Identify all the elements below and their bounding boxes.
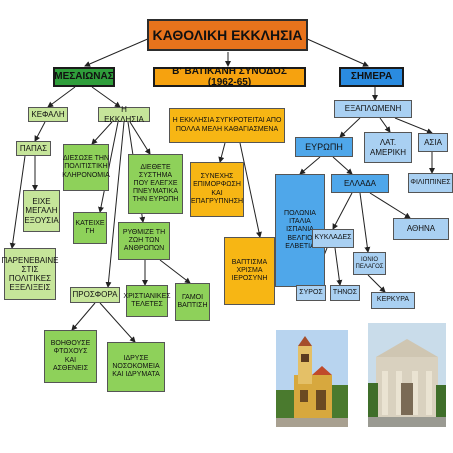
node-founded-hospitals: ΙΔΡΥΣΕ ΝΟΣΟΚΟΜΕΙΑ ΚΑΙ ΙΔΡΥΜΑΤΑ — [107, 342, 165, 392]
node-head: ΚΕΦΑΛΗ — [28, 107, 68, 122]
node-europe: ΕΥΡΩΠΗ — [295, 137, 353, 157]
node-corfu: ΚΕΡΚΥΡΑ — [371, 292, 415, 309]
node-athens: ΑΘΗΝΑ — [393, 218, 449, 240]
node-weddings-baptisms: ΓΑΜΟΙ ΒΑΠΤΙΣΗ — [175, 283, 210, 321]
node-philippines: ΦΙΛΙΠΠΙΝΕΣ — [408, 173, 453, 193]
church-photo-corfu — [276, 330, 348, 427]
node-syros: ΣΥΡΟΣ — [296, 285, 326, 301]
node-church-members: Η ΕΚΚΛΗΣΙΑ ΣΥΓΚΡΟΤΕΙΤΑΙ ΑΠΟ ΠΟΛΛΑ ΜΕΛΗ Κ… — [169, 108, 285, 143]
church-photo-athens — [368, 323, 446, 427]
root-node: ΚΑΘΟΛΙΚΗ ΕΚΚΛΗΣΙΑ — [147, 19, 308, 51]
node-control-system: ΔΙΕΘΕΤΕ ΣΥΣΤΗΜΑ ΠΟΥ ΕΛΕΓΧΕ ΠΝΕΥΜΑΤΙΚΑ ΤΗ… — [128, 154, 183, 214]
node-offering: ΠΡΟΣΦΟΡΑ — [70, 287, 120, 303]
node-christian-rites: ΧΡΙΣΤΙΑΝΙΚΕΣ ΤΕΛΕΤΕΣ — [123, 285, 171, 317]
node-latin-america: ΛΑΤ. ΑΜΕΡΙΚΗ — [364, 132, 412, 163]
category-vatican-council: Β' ΒΑΤΙΚΑΝΗ ΣΥΝΟΔΟΣ (1962-65) — [153, 66, 306, 88]
node-cyclades: ΚΥΚΛΑΔΕΣ — [312, 229, 354, 248]
node-ionian-sea: ΙΟΝΙΟ ΠΕΛΑΓΟΣ — [353, 252, 386, 275]
category-today: ΣΗΜΕΡΑ — [339, 67, 404, 87]
node-sacraments: ΒΑΠΤΙΣΜΑ ΧΡΙΣΜΑ ΙΕΡΟΣΥΝΗ — [224, 237, 275, 305]
node-asia: ΑΣΙΑ — [418, 133, 448, 152]
category-medieval: ΜΕΣΑΙΩΝΑΣ — [53, 67, 115, 87]
node-regulated-life: ΡΥΘΜΙΖΕ ΤΗ ΖΩΗ ΤΩΝ ΑΝΘΡΩΠΩΝ — [118, 222, 170, 260]
node-owned-land: ΚΑΤΕΙΧΕ ΓΗ — [73, 212, 107, 244]
node-political-involvement: ΠΑΡΕΝΕΒΑΙΝΕ ΣΤΙΣ ΠΟΛΙΤΙΚΕΣ ΕΞΕΛΙΞΕΙΣ — [2, 248, 58, 300]
node-spread: ΕΞΑΠΛΩΜΕΝΗ — [334, 100, 412, 118]
node-continuous-training: ΣΥΝΕΧΗΣ ΕΠΙΜΟΡΦΩΣΗ ΚΑΙ ΕΠΑΓΡΥΠΝΗΣΗ — [190, 162, 244, 217]
node-greece: ΕΛΛΑΔΑ — [331, 174, 389, 193]
node-help-poor-sick: ΒΟΗΘΟΥΣΕ ΦΤΩΧΟΥΣ ΚΑΙ ΑΣΘΕΝΕΙΣ — [44, 330, 97, 383]
node-church: Η ΕΚΚΛΗΣΙΑ — [98, 105, 150, 124]
node-cultural-heritage: ΔΙΕΣΩΣΕ ΤΗΝ ΠΟΛΙΤΙΣΤΙΚΗ ΚΛΗΡΟΝΟΜΙΑ — [62, 144, 110, 191]
node-great-power: ΕΙΧΕ ΜΕΓΑΛΗ ΕΞΟΥΣΙΑ — [23, 190, 60, 232]
node-tinos: ΤΗΝΟΣ — [330, 285, 360, 301]
node-pope: ΠΑΠΑΣ — [16, 141, 51, 156]
